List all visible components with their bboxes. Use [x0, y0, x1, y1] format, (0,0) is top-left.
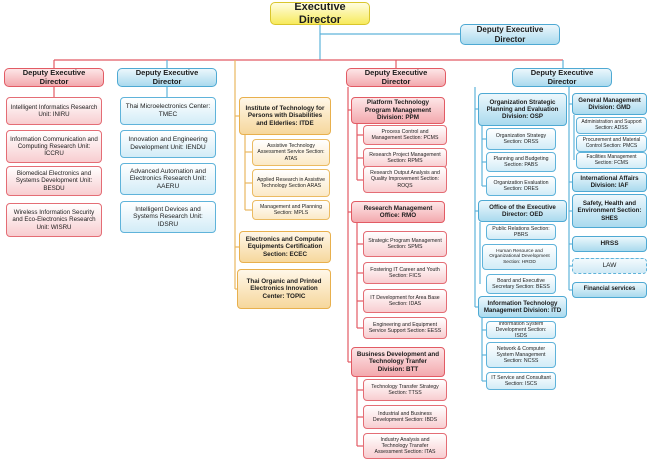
box-itde: Institute of Technology for Persons with…	[239, 97, 331, 135]
box-ttss: Technology Transfer Strategy Section: TT…	[363, 379, 447, 401]
box-pbrs: Public Relations Section: PBRS	[486, 224, 556, 240]
box-financial-services: Financial services	[572, 282, 647, 298]
box-bess: Board and Executive Secretary Section: B…	[486, 274, 556, 294]
box-iccru: Information Communication and Computing …	[6, 130, 102, 163]
box-hrss: HRSS	[572, 236, 647, 252]
box-wisru: Wireless Information Security and Eco-El…	[6, 203, 102, 237]
box-deputy-top: Deputy Executive Director	[460, 24, 560, 45]
box-pabs: Planning and Budgeting Section: PABS	[486, 152, 556, 172]
box-eess: Engineering and Equipment Service Suppor…	[363, 317, 447, 339]
box-isds: Information System Development Section: …	[486, 321, 556, 339]
box-ppm: Platform Technology Program Management D…	[351, 97, 445, 124]
box-iendu: Innovation and Engineering Development U…	[120, 130, 216, 158]
box-btt: Business Development and Technology Tran…	[351, 347, 445, 377]
box-ibds: Industrial and Business Development Sect…	[363, 405, 447, 429]
box-fcms: Facilities Management Section: FCMS	[576, 152, 647, 169]
box-ecec: Electronics and Computer Equipments Cert…	[239, 231, 331, 263]
box-deputy-1: Deputy Executive Director	[4, 68, 104, 87]
box-shes: Safety, Health and Environment Section: …	[572, 194, 647, 228]
box-atas: Assistive Technology Assessment Service …	[252, 139, 330, 166]
box-oed: Office of the Executive Director: OED	[478, 200, 567, 222]
box-ed: Executive Director	[270, 2, 370, 25]
box-law: LAW	[572, 258, 647, 274]
box-aaeru: Advanced Automation and Electronics Rese…	[120, 163, 216, 195]
box-idas: IT Development for Area Base Section: ID…	[363, 289, 447, 313]
box-rpms: Research Project Management Section: RPM…	[363, 148, 447, 168]
box-idsru: Intelligent Devices and Systems Research…	[120, 201, 216, 233]
box-iniru: Intelligent Informatics Research Unit: I…	[6, 97, 102, 125]
box-iscs: IT Service and Consultant Section: ISCS	[486, 372, 556, 390]
box-iaf: International Affairs Division: IAF	[572, 172, 647, 192]
box-rmo: Research Management Office: RMO	[351, 201, 445, 223]
box-pcms: Process Control and Management Section: …	[363, 125, 447, 145]
box-roqs: Research Output Analysis and Quality Imp…	[363, 166, 447, 193]
box-ores: Organization Evaluation Section: ORES	[486, 176, 556, 196]
box-orss: Organization Strategy Section: ORSS	[486, 128, 556, 150]
box-deputy-2: Deputy Executive Director	[117, 68, 217, 87]
box-topic: Thai Organic and Printed Electronics Inn…	[237, 269, 331, 309]
box-itd: Information Technology Management Divisi…	[478, 296, 567, 318]
box-itas: Industry Analysis and Technology Transfe…	[363, 433, 447, 459]
box-besdu: Biomedical Electronics and Systems Devel…	[6, 166, 102, 196]
box-mpls: Management and Planning Section: MPLS	[252, 200, 330, 220]
box-fics: Fostering IT Career and Youth Section: F…	[363, 262, 447, 284]
box-pmcs: Procurement and Material Control Section…	[576, 135, 647, 152]
box-deputy-5: Deputy Executive Director	[512, 68, 612, 87]
box-spms: Strategic Program Management Section: SP…	[363, 231, 447, 257]
box-deputy-4: Deputy Executive Director	[346, 68, 446, 87]
box-osp: Organization Strategic Planning and Eval…	[478, 93, 567, 126]
box-aras: Applied Research in Assistive Technology…	[252, 169, 330, 197]
box-tmec: Thai Microelectronics Center: TMEC	[120, 97, 216, 125]
box-adss: Administration and Support Section: ADSS	[576, 117, 647, 134]
box-gmd: General Management Division: GMD	[572, 93, 647, 115]
box-hrod: Human Resource and Organizational Develo…	[482, 244, 557, 270]
box-ncss: Network & Computer System Management Sec…	[486, 342, 556, 368]
